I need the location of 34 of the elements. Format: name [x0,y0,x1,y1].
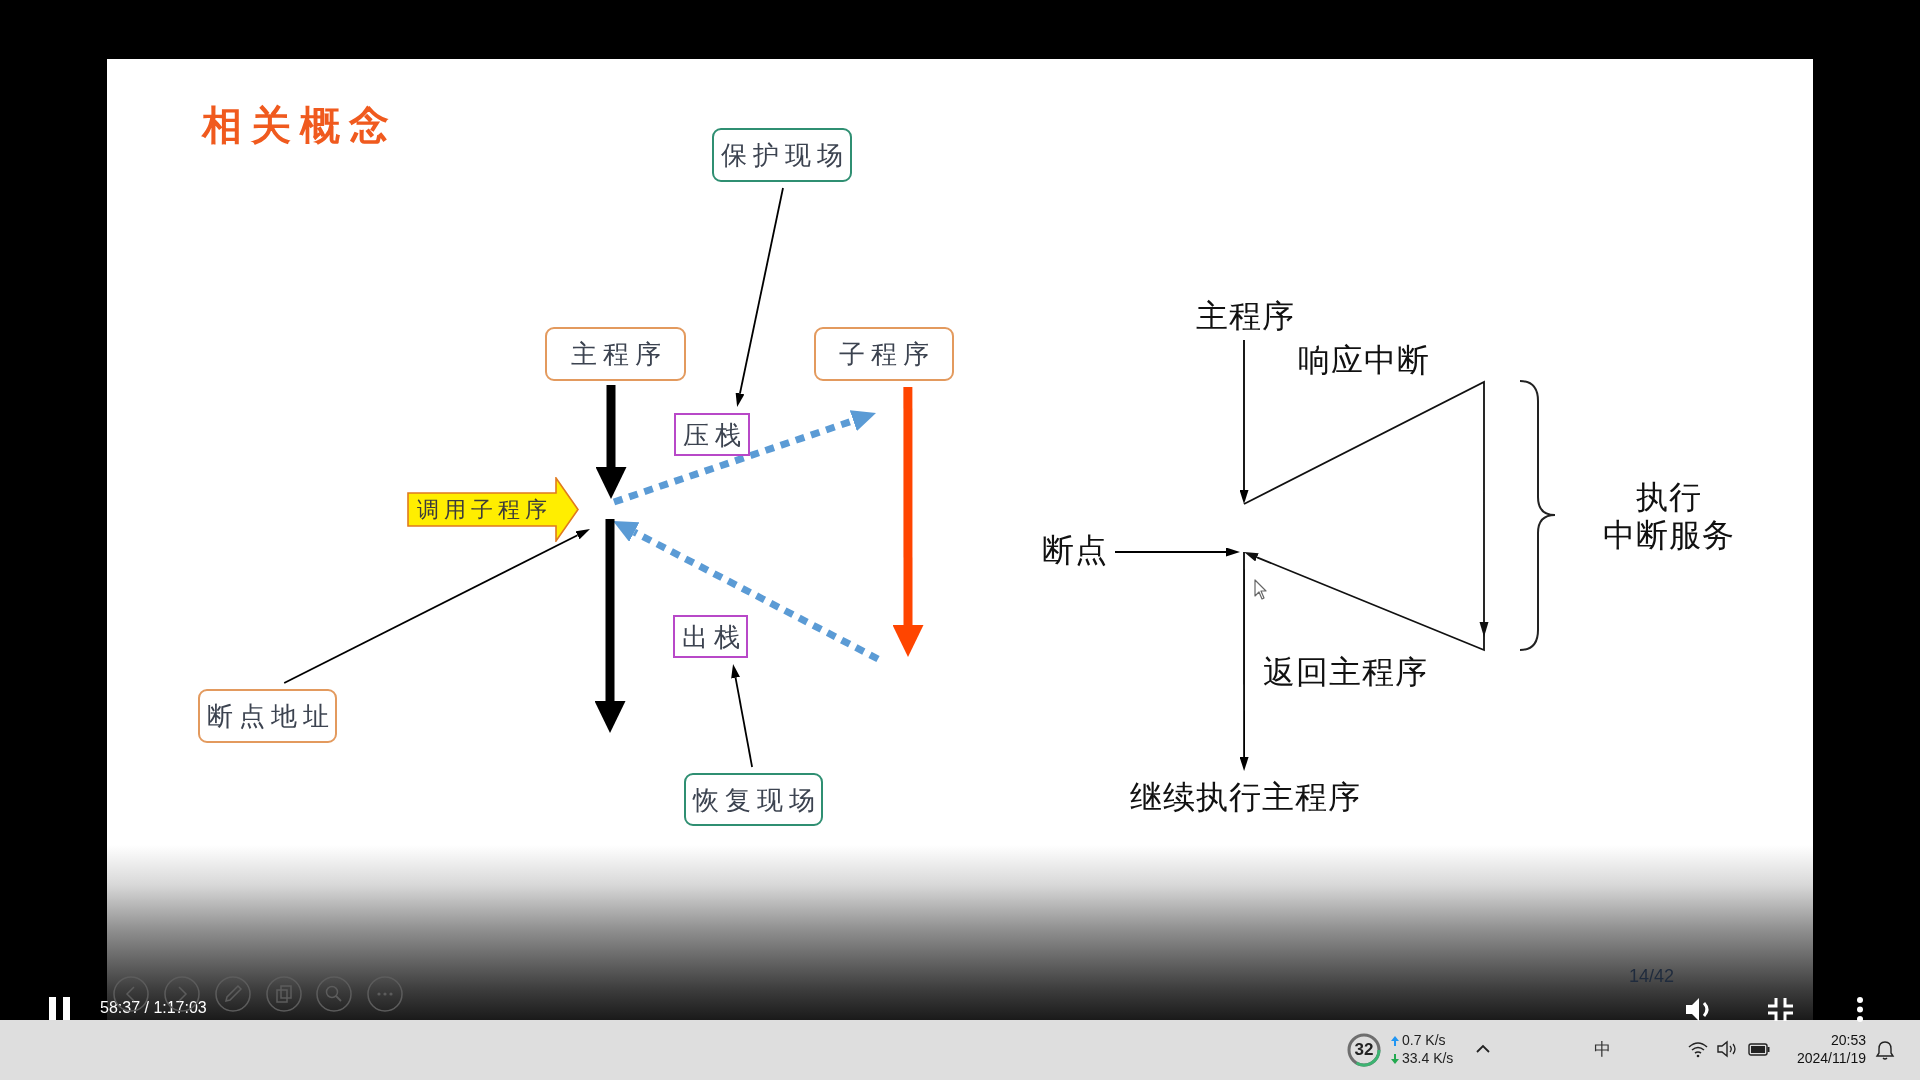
arrow [731,664,753,768]
rounded-box: 子程序 [814,327,954,381]
arrow [1239,551,1249,771]
network-speed: 33.4 K/s [1402,1050,1454,1067]
flow-arrow [595,385,627,499]
flow-label: 继续执行主程序 [1127,777,1363,817]
network-speed: 0.7 K/s [1402,1032,1446,1049]
rounded-box: 保护现场 [712,128,852,182]
page-number: 14/42 [1629,965,1675,987]
flow-arrow [594,519,626,733]
playback-time: 58:37 / 1:17:03 [100,998,207,1018]
rounded-box: 恢复现场 [684,773,823,826]
path-label: 返回主程序 [1263,653,1428,691]
arrow [1114,547,1240,557]
slide-title: 相关概念 [202,101,398,150]
rounded-box: 主程序 [545,327,686,381]
clock-time: 20:53 [1829,1032,1866,1049]
block-arrow: 调用子程序 [407,477,579,542]
brace-label: 执行中断服务 [1602,478,1736,554]
dotted-arrow [613,521,880,663]
arrow [735,187,784,407]
text-box: 出栈 [673,615,748,658]
text-box: 压栈 [674,413,750,456]
dotted-arrow [612,410,876,506]
clock-date: 2024/11/19 [1795,1050,1866,1067]
flow-label: 断点 [1040,531,1110,569]
input-indicator: 中 [1594,1039,1611,1059]
flow-label: 主程序 [1193,297,1297,335]
flow-arrow [892,387,924,657]
arrow [1239,339,1249,504]
rounded-box: 断点地址 [198,689,337,743]
arrow [283,529,590,684]
usage-gauge: 32 [1347,1033,1381,1067]
path-label: 响应中断 [1298,341,1430,379]
